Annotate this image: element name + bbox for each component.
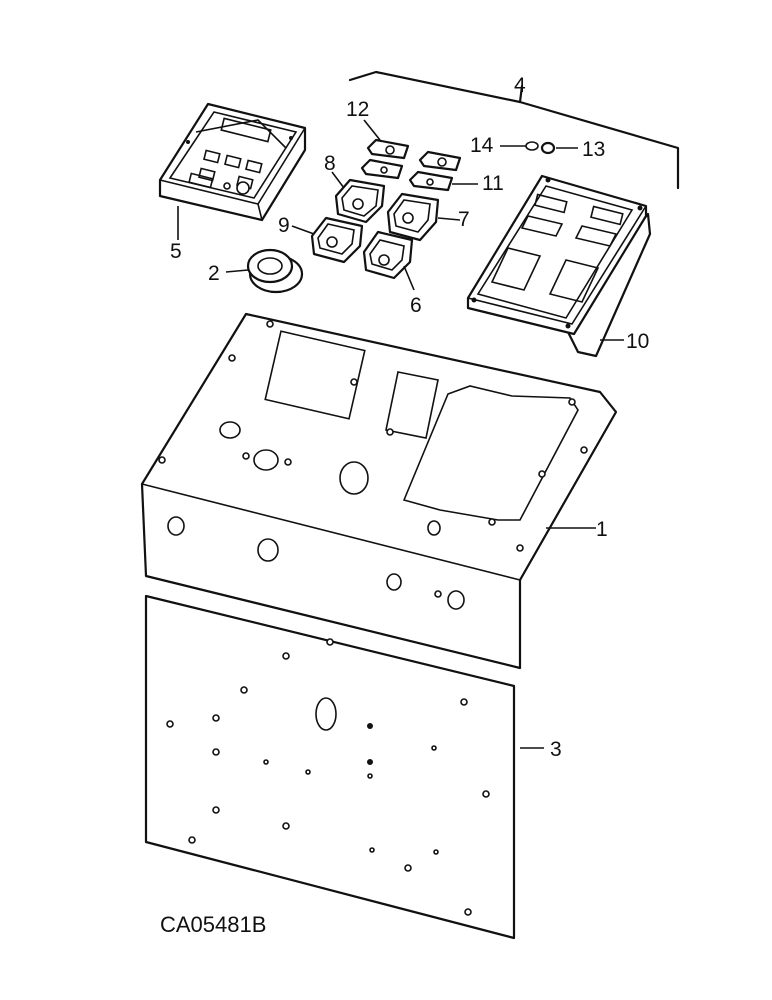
part-3-lower-plate <box>144 594 544 940</box>
callout-1: 1 <box>596 518 608 541</box>
callout-13: 13 <box>582 138 605 161</box>
callout-9: 9 <box>278 214 290 237</box>
callout-4: 4 <box>514 74 526 97</box>
part-6-gauge <box>362 230 415 291</box>
part-9-gauge <box>291 216 364 264</box>
callout-2: 2 <box>208 262 220 285</box>
part-5-monitor-cluster <box>158 102 307 240</box>
part-12-indicator <box>363 119 410 160</box>
part-7-gauge <box>386 192 461 242</box>
part-8-gauge <box>331 171 386 224</box>
callout-14: 14 <box>470 134 494 157</box>
drawing-code: CA05481B <box>160 912 266 937</box>
part-1-dash-panel <box>140 312 618 670</box>
callout-5: 5 <box>170 240 182 263</box>
callout-6: 6 <box>410 294 422 317</box>
part-11-indicator <box>360 158 478 192</box>
part-14-13-bulb <box>500 141 578 155</box>
part-12b-indicator <box>418 150 462 172</box>
callout-3: 3 <box>550 738 562 761</box>
callout-8: 8 <box>324 152 336 175</box>
part-10-switch-module <box>466 174 652 358</box>
callout-11: 11 <box>482 172 504 195</box>
callout-10: 10 <box>626 330 649 353</box>
part-2-grommet <box>225 248 304 294</box>
callout-12: 12 <box>346 98 369 121</box>
callout-7: 7 <box>458 208 470 231</box>
group-bracket-4 <box>348 70 680 190</box>
